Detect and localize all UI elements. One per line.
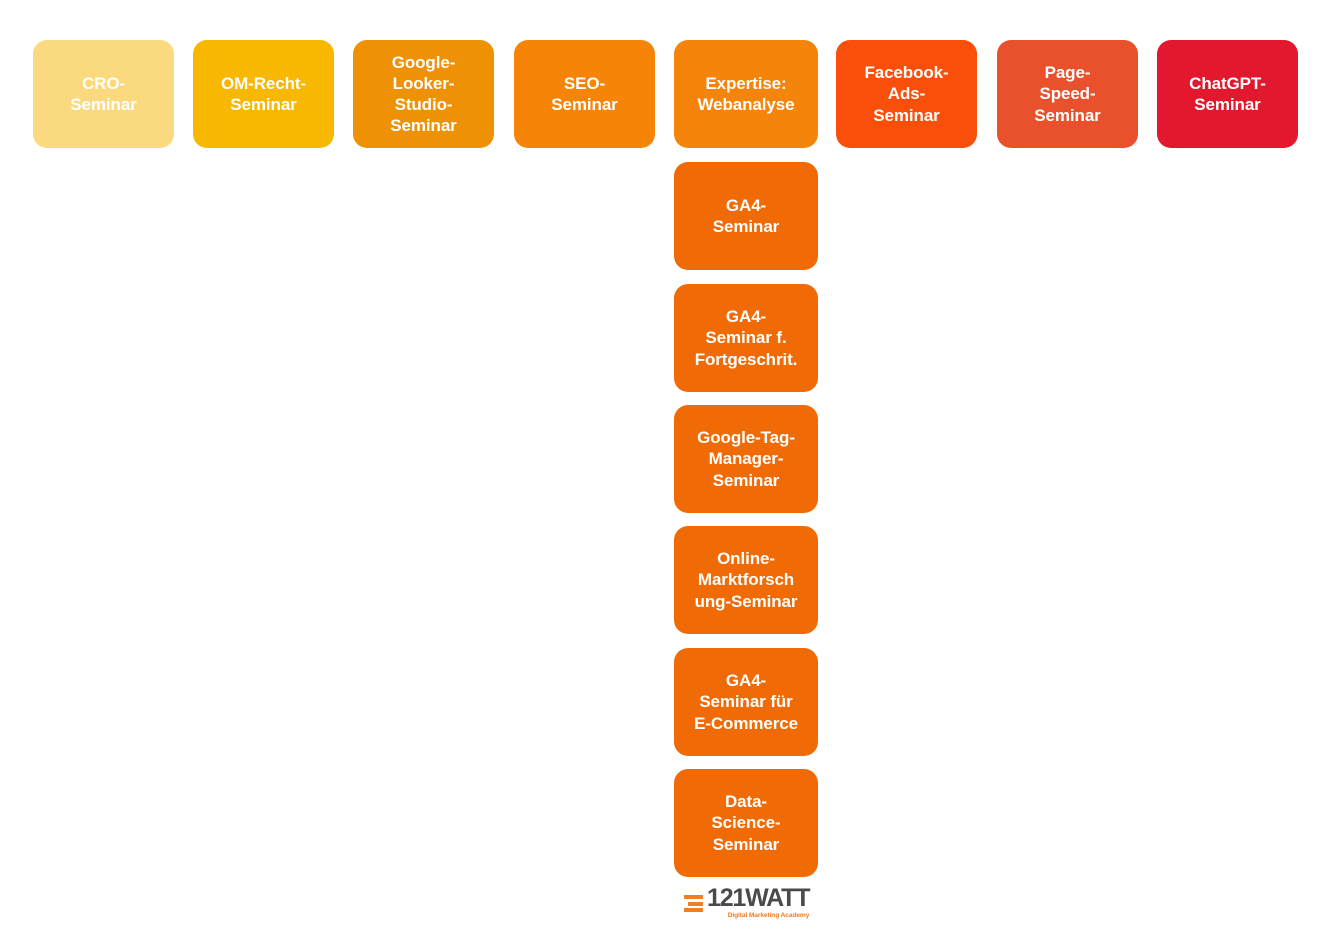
node-om-recht-seminar[interactable]: OM-Recht- Seminar xyxy=(193,40,334,148)
node-data-science-seminar[interactable]: Data- Science- Seminar xyxy=(674,769,818,877)
node-label: GA4- Seminar xyxy=(712,195,780,236)
node-facebook-ads-seminar[interactable]: Facebook- Ads- Seminar xyxy=(836,40,977,148)
node-chatgpt-seminar[interactable]: ChatGPT- Seminar xyxy=(1157,40,1298,148)
logo-bars-icon xyxy=(684,894,703,912)
node-page-speed-seminar[interactable]: Page- Speed- Seminar xyxy=(997,40,1138,148)
logo-wordmark: 121WATT xyxy=(707,884,810,913)
node-cro-seminar[interactable]: CRO- Seminar xyxy=(33,40,174,148)
node-online-marktforschung-seminar[interactable]: Online- Marktforsch ung-Seminar xyxy=(674,526,818,634)
node-expertise-webanalyse[interactable]: Expertise: Webanalyse xyxy=(674,40,818,148)
121watt-logo: 121WATT Digital Marketing Academy xyxy=(684,884,810,920)
node-label: Page- Speed- Seminar xyxy=(1034,63,1101,125)
node-label: Facebook- Ads- Seminar xyxy=(864,63,949,125)
logo-text: 121WATT Digital Marketing Academy xyxy=(707,884,810,920)
node-label: GA4- Seminar f. Fortgeschrit. xyxy=(694,307,798,369)
node-google-tag-manager-seminar[interactable]: Google-Tag- Manager- Seminar xyxy=(674,405,818,513)
node-ga4-seminar-fortgeschrittene[interactable]: GA4- Seminar f. Fortgeschrit. xyxy=(674,284,818,392)
node-ga4-seminar[interactable]: GA4- Seminar xyxy=(674,162,818,270)
node-google-looker-studio-seminar[interactable]: Google- Looker- Studio- Seminar xyxy=(353,40,494,148)
node-label: Google-Tag- Manager- Seminar xyxy=(697,428,795,490)
node-label: Data- Science- Seminar xyxy=(711,792,781,854)
node-label: OM-Recht- Seminar xyxy=(220,73,307,114)
node-label: GA4- Seminar für E-Commerce xyxy=(694,671,798,733)
node-label: CRO- Seminar xyxy=(70,73,137,114)
node-label: Google- Looker- Studio- Seminar xyxy=(390,52,457,136)
node-ga4-seminar-ecommerce[interactable]: GA4- Seminar für E-Commerce xyxy=(674,648,818,756)
node-label: Online- Marktforsch ung-Seminar xyxy=(694,549,798,611)
node-seo-seminar[interactable]: SEO- Seminar xyxy=(514,40,655,148)
node-label: Expertise: Webanalyse xyxy=(697,73,795,114)
node-label: SEO- Seminar xyxy=(551,73,618,114)
node-label: ChatGPT- Seminar xyxy=(1189,73,1266,114)
logo-tagline: Digital Marketing Academy xyxy=(727,912,810,920)
